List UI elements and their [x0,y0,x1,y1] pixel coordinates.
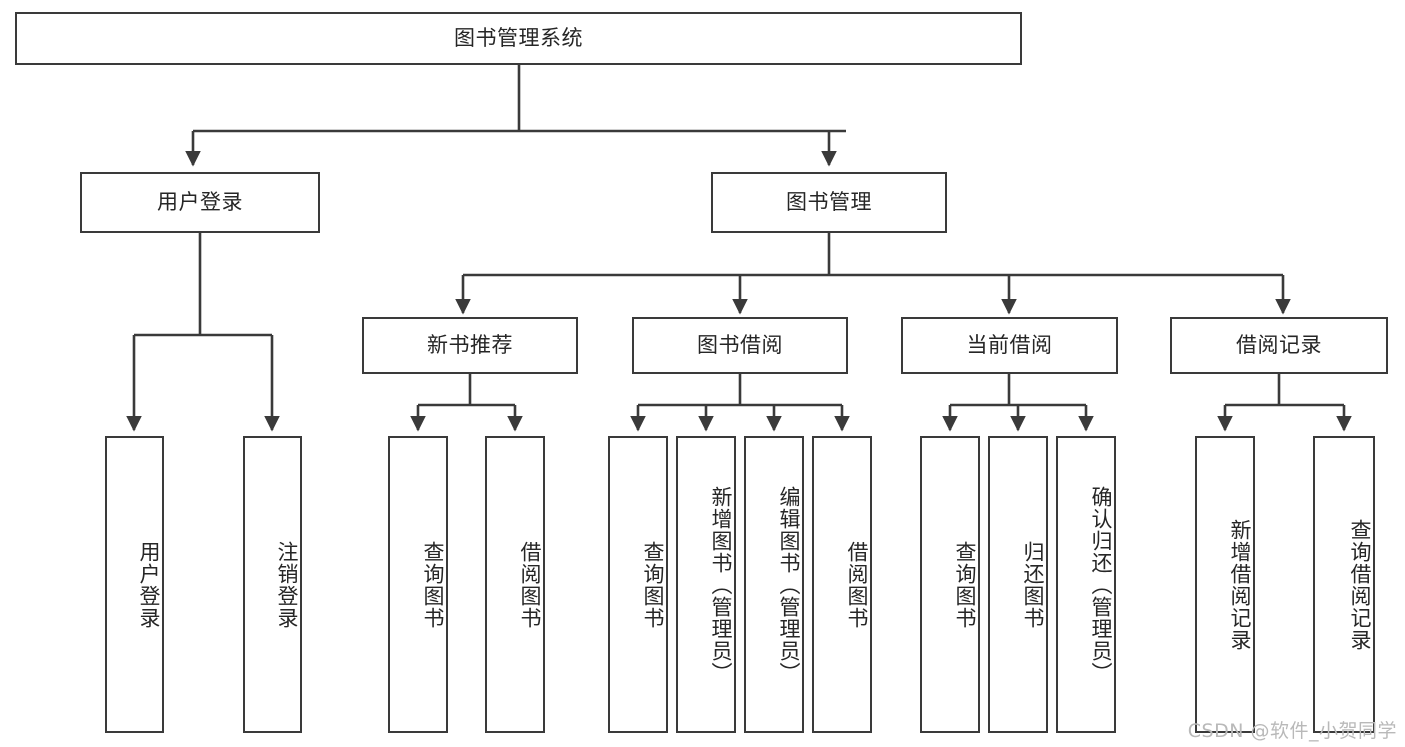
node-leaf-query-book-1-label: 查询图书 [421,540,445,629]
node-leaf-return-book-label: 归还图书 [1021,540,1045,629]
node-root[interactable]: 图书管理系统 [15,12,1022,65]
node-leaf-return-book[interactable]: 归还图书 [988,436,1048,733]
node-leaf-query-record-label: 查询借阅记录 [1348,518,1372,651]
node-leaf-add-book-label: 新增图书（管理员） [709,485,733,684]
node-leaf-borrow-book-1-label: 借阅图书 [518,540,542,629]
node-leaf-confirm-return-label: 确认归还（管理员） [1089,485,1113,684]
node-current-borrow[interactable]: 当前借阅 [901,317,1118,374]
node-leaf-add-record[interactable]: 新增借阅记录 [1195,436,1255,733]
node-leaf-user-login-label: 用户登录 [137,540,161,629]
node-leaf-borrow-book-2-label: 借阅图书 [845,540,869,629]
node-leaf-logout-login-label: 注销登录 [275,540,299,629]
node-borrow-record[interactable]: 借阅记录 [1170,317,1388,374]
node-leaf-logout-login[interactable]: 注销登录 [243,436,302,733]
node-book-borrow[interactable]: 图书借阅 [632,317,848,374]
node-leaf-query-book-1[interactable]: 查询图书 [388,436,448,733]
node-borrow-record-label: 借阅记录 [1236,333,1322,358]
node-leaf-edit-book-label: 编辑图书（管理员） [777,485,801,684]
node-root-label: 图书管理系统 [454,26,583,51]
node-book-borrow-label: 图书借阅 [697,333,783,358]
node-leaf-borrow-book-1[interactable]: 借阅图书 [485,436,545,733]
node-leaf-query-book-3[interactable]: 查询图书 [920,436,980,733]
node-user-login[interactable]: 用户登录 [80,172,320,233]
node-leaf-confirm-return[interactable]: 确认归还（管理员） [1056,436,1116,733]
node-leaf-query-book-2[interactable]: 查询图书 [608,436,668,733]
node-current-borrow-label: 当前借阅 [966,333,1053,358]
node-leaf-query-book-2-label: 查询图书 [641,540,665,629]
node-book-manage[interactable]: 图书管理 [711,172,947,233]
node-leaf-edit-book[interactable]: 编辑图书（管理员） [744,436,804,733]
node-book-manage-label: 图书管理 [786,190,872,215]
node-new-book-recommend[interactable]: 新书推荐 [362,317,578,374]
node-leaf-user-login[interactable]: 用户登录 [105,436,164,733]
node-leaf-borrow-book-2[interactable]: 借阅图书 [812,436,872,733]
node-leaf-add-record-label: 新增借阅记录 [1228,518,1252,651]
node-leaf-query-record[interactable]: 查询借阅记录 [1313,436,1375,733]
node-leaf-query-book-3-label: 查询图书 [953,540,977,629]
node-leaf-add-book[interactable]: 新增图书（管理员） [676,436,736,733]
node-user-login-label: 用户登录 [157,190,243,215]
node-new-book-recommend-label: 新书推荐 [427,333,513,358]
